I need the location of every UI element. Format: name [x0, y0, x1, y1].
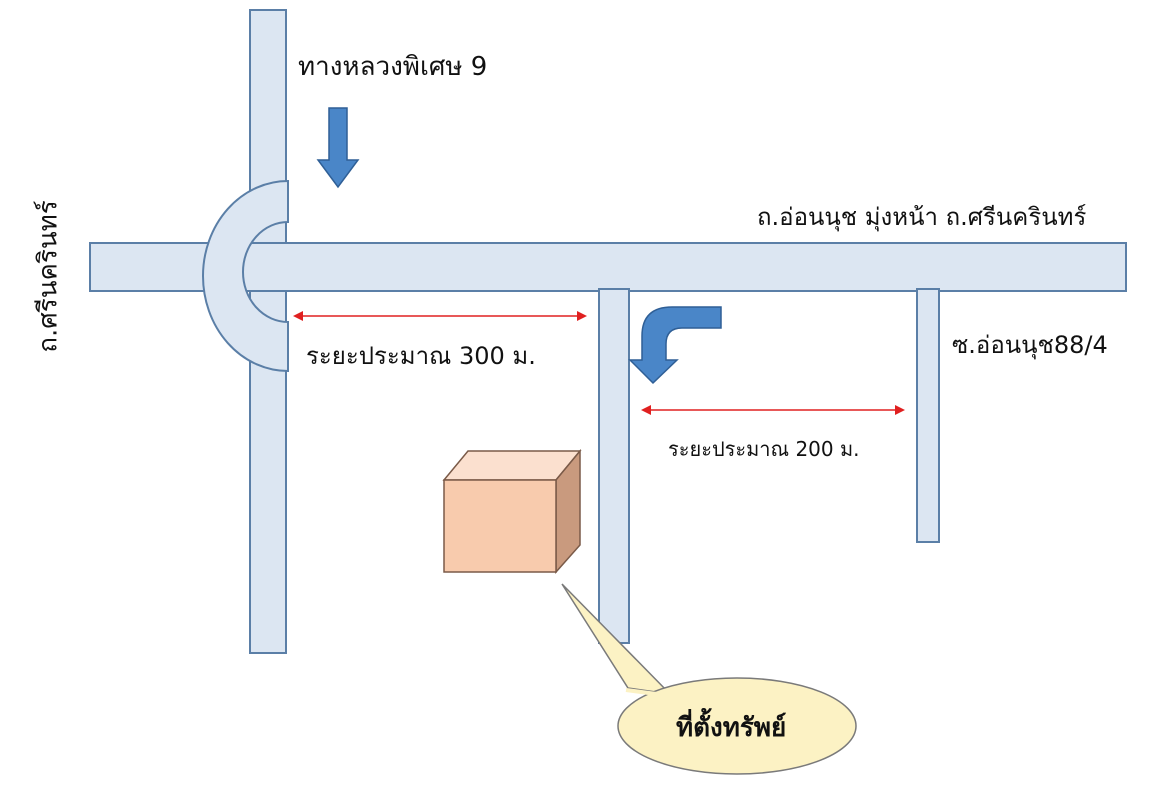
turn-arrow-icon [628, 306, 722, 385]
property-soi-road [598, 288, 630, 644]
callout-bubble-icon [561, 583, 857, 775]
expressway-label: ทางหลวงพิเศษ 9 [298, 52, 488, 82]
down-arrow-icon [316, 107, 360, 189]
u-turn-ramp [202, 179, 289, 373]
distance-200-label: ระยะประมาณ 200 ม. [668, 437, 860, 461]
property-box-icon [442, 448, 582, 574]
main-road-label: ถ.อ่อนนุช มุ่งหน้า ถ.ศรีนครินทร์ [757, 203, 1087, 231]
srinakarin-label: ถ.ศรีนครินทร์ [33, 200, 64, 353]
distance-300-label: ระยะประมาณ 300 ม. [306, 342, 536, 370]
onnut-road [89, 242, 1127, 292]
property-label: ที่ตั้งทรัพย์ [676, 713, 787, 743]
soi-onnut-88-4-road [916, 288, 940, 543]
soi-label: ซ.อ่อนนุช88/4 [952, 331, 1108, 359]
